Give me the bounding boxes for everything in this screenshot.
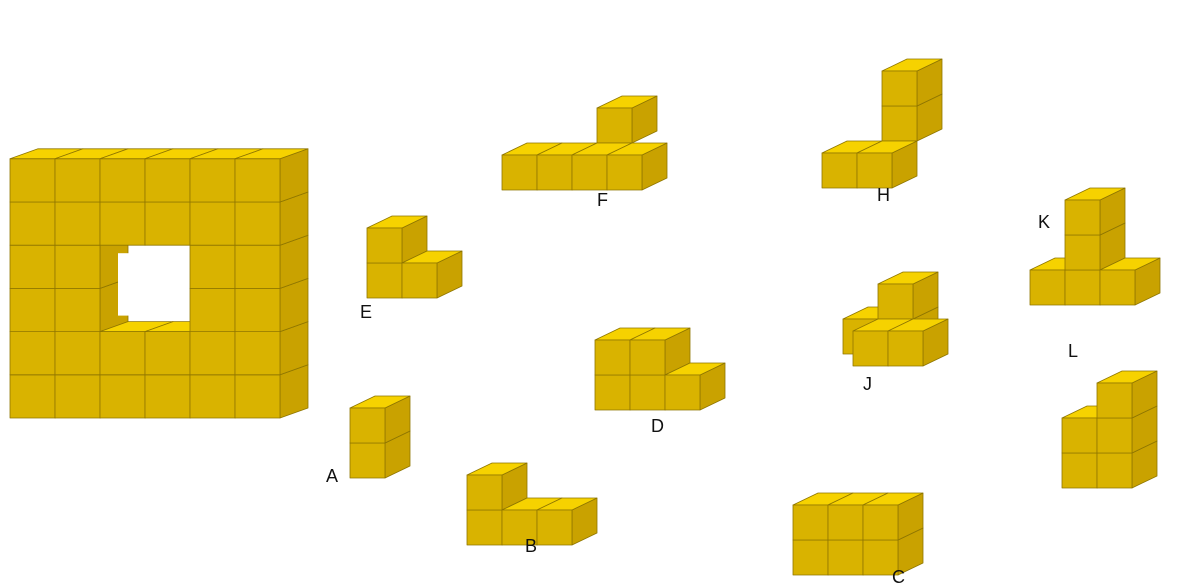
cube-front-face — [665, 375, 700, 410]
cube-front-face — [55, 288, 100, 331]
cube-front-face — [100, 332, 145, 375]
cube-front-face — [888, 331, 923, 366]
label-d: D — [651, 416, 664, 436]
label-b: B — [525, 536, 537, 556]
piece-h — [822, 59, 942, 188]
cube-front-face — [630, 375, 665, 410]
piece-f — [502, 96, 667, 190]
label-h: H — [877, 185, 890, 205]
cube-front-face — [350, 408, 385, 443]
piece-d — [595, 328, 725, 410]
cube-front-face — [630, 340, 665, 375]
cube-front-face — [235, 159, 280, 202]
label-k: K — [1038, 212, 1050, 232]
cube-front-face — [145, 159, 190, 202]
cube-front-face — [190, 375, 235, 418]
label-a: A — [326, 466, 338, 486]
piece-c — [793, 493, 923, 575]
cube — [597, 96, 657, 143]
cube-front-face — [1097, 418, 1132, 453]
frame-cube — [235, 149, 308, 202]
cube-front-face — [537, 510, 572, 545]
cube-front-face — [1097, 383, 1132, 418]
cube-front-face — [145, 202, 190, 245]
cube-front-face — [100, 159, 145, 202]
cube-front-face — [235, 288, 280, 331]
cube-front-face — [863, 505, 898, 540]
cube-front-face — [793, 540, 828, 575]
cube-front-face — [100, 375, 145, 418]
cube-front-face — [10, 202, 55, 245]
cube-front-face — [828, 540, 863, 575]
cube-front-face — [190, 159, 235, 202]
cube-front-face — [467, 475, 502, 510]
label-l: L — [1068, 341, 1078, 361]
cube-front-face — [190, 245, 235, 288]
cube-front-face — [853, 331, 888, 366]
cube-front-face — [55, 159, 100, 202]
cube-front-face — [597, 108, 632, 143]
cube-front-face — [235, 202, 280, 245]
cube-front-face — [1065, 200, 1100, 235]
piece-e — [367, 216, 462, 298]
cube-front-face — [10, 375, 55, 418]
cube-front-face — [190, 332, 235, 375]
cube-front-face — [402, 263, 437, 298]
cube-front-face — [828, 505, 863, 540]
cube-front-face — [822, 153, 857, 188]
cube-front-face — [595, 375, 630, 410]
frame-hole — [118, 253, 168, 315]
piece-b — [467, 463, 597, 545]
cube-front-face — [1062, 418, 1097, 453]
cube-front-face — [607, 155, 642, 190]
cube-front-face — [55, 375, 100, 418]
cube-front-face — [145, 375, 190, 418]
cube-front-face — [502, 155, 537, 190]
cube-front-face — [537, 155, 572, 190]
cube-front-face — [55, 332, 100, 375]
cube-front-face — [235, 245, 280, 288]
cube-front-face — [55, 202, 100, 245]
cube-front-face — [367, 228, 402, 263]
cube-front-face — [10, 245, 55, 288]
cube-front-face — [190, 288, 235, 331]
cube-front-face — [882, 106, 917, 141]
cube-front-face — [857, 153, 892, 188]
label-e: E — [360, 302, 372, 322]
cube-front-face — [145, 332, 190, 375]
cube-front-face — [10, 288, 55, 331]
cube-front-face — [595, 340, 630, 375]
cube-front-face — [1030, 270, 1065, 305]
cube-front-face — [467, 510, 502, 545]
cube-front-face — [235, 332, 280, 375]
cube-front-face — [190, 202, 235, 245]
cube-front-face — [1065, 235, 1100, 270]
cube-front-face — [10, 332, 55, 375]
cube-front-face — [10, 159, 55, 202]
piece-l — [1062, 371, 1157, 488]
piece-a — [350, 396, 410, 478]
cube-front-face — [367, 263, 402, 298]
label-c: C — [892, 567, 905, 587]
square-frame-with-hole — [10, 149, 308, 418]
cube-front-face — [1097, 453, 1132, 488]
cube-front-face — [1065, 270, 1100, 305]
cube-front-face — [793, 505, 828, 540]
piece-j — [843, 272, 948, 366]
piece-k — [1030, 188, 1160, 305]
cube-front-face — [572, 155, 607, 190]
cube-front-face — [350, 443, 385, 478]
label-f: F — [597, 190, 608, 210]
label-j: J — [863, 374, 872, 394]
cube-front-face — [1100, 270, 1135, 305]
cube-front-face — [100, 202, 145, 245]
cube-front-face — [1062, 453, 1097, 488]
puzzle-pieces — [350, 59, 1160, 575]
cube-front-face — [882, 71, 917, 106]
cube-front-face — [235, 375, 280, 418]
cube-front-face — [55, 245, 100, 288]
cube-front-face — [878, 284, 913, 319]
